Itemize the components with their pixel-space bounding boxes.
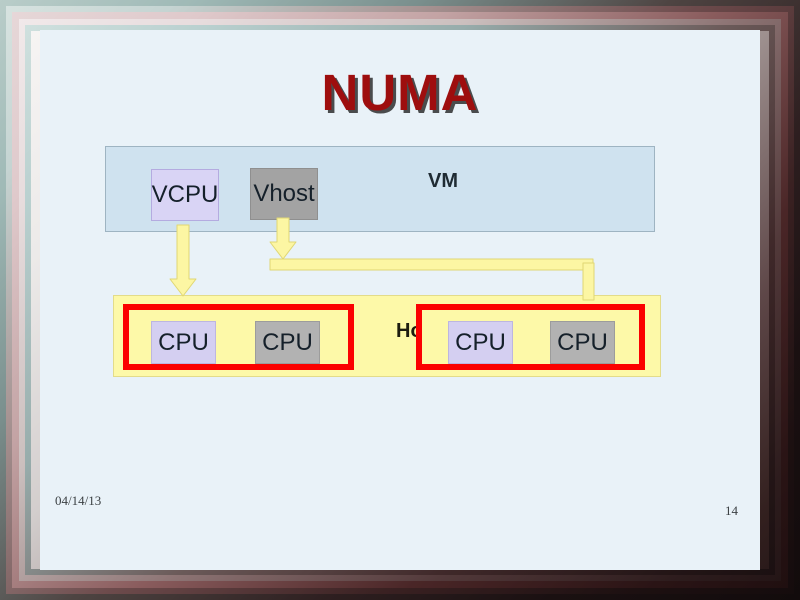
slide-canvas: NUMA VM VCPU Vhost Host CPU CPU — [40, 30, 760, 570]
cpu-block-2: CPU — [448, 321, 513, 364]
numa-node-0: CPU CPU — [123, 304, 354, 370]
vcpu-label: VCPU — [151, 181, 219, 208]
vm-container: VM VCPU Vhost — [105, 146, 655, 232]
vcpu-block: VCPU — [151, 169, 219, 221]
vhost-elbow-horizontal — [269, 258, 594, 271]
cpu-label-1: CPU — [262, 328, 313, 356]
vhost-label: Vhost — [253, 180, 315, 207]
slide-page-number: 14 — [725, 503, 738, 518]
cpu-block-0: CPU — [151, 321, 216, 364]
cpu-label-3: CPU — [557, 328, 608, 356]
cpu-block-3: CPU — [550, 321, 615, 364]
vhost-block: Vhost — [250, 168, 318, 220]
slide-date: 04/14/13 — [55, 493, 102, 508]
slide-title: NUMA — [321, 64, 479, 121]
numa-node-1: CPU CPU — [416, 304, 645, 370]
cpu-block-1: CPU — [255, 321, 320, 364]
vcpu-to-numa-node-0-arrow — [169, 224, 197, 297]
host-container: Host CPU CPU CPU CPU — [113, 295, 661, 377]
cpu-label-2: CPU — [455, 328, 506, 356]
cpu-label-0: CPU — [158, 328, 209, 356]
vm-label: VM — [428, 170, 458, 192]
